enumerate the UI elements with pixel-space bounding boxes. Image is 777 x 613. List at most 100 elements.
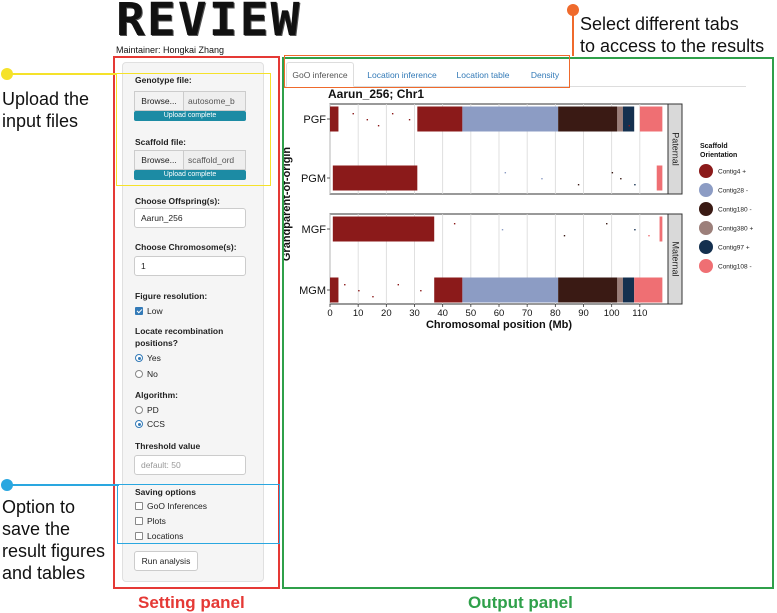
- tabs-callout-text: Select different tabs to access to the r…: [580, 13, 764, 57]
- legend-label: Contig108 -: [718, 264, 752, 271]
- locate-no-radio[interactable]: No: [135, 369, 158, 379]
- x-tick-label: 90: [578, 308, 589, 319]
- radio-icon[interactable]: [135, 370, 143, 378]
- locate-no-label: No: [147, 369, 158, 379]
- genotype-block: [659, 216, 663, 242]
- genotype-block: [330, 106, 339, 132]
- genotype-point: [408, 119, 411, 121]
- option-callout-line4: and tables: [2, 563, 86, 583]
- threshold-label: Threshold value: [135, 441, 201, 451]
- algo-ccs-label: CCS: [147, 419, 165, 429]
- genotype-point: [606, 223, 608, 225]
- saving-options-outline: [117, 484, 280, 544]
- radio-icon[interactable]: [135, 354, 143, 362]
- tab-location-table[interactable]: Location table: [456, 69, 510, 80]
- genotype-block: [462, 277, 559, 303]
- genotype-filename: autosome_b: [184, 91, 246, 111]
- scaffold-browse-button[interactable]: Browse...: [134, 150, 184, 170]
- save-plots-label: Plots: [147, 516, 166, 526]
- x-tick-label: 80: [550, 308, 561, 319]
- option-callout-line2: save the: [2, 519, 71, 539]
- threshold-input[interactable]: default: 50: [134, 455, 246, 475]
- yellow-callout-line: [7, 73, 117, 75]
- legend-swatch: [699, 221, 713, 235]
- genotype-point: [628, 125, 630, 127]
- genotype-block: [617, 277, 623, 303]
- genotype-block: [332, 216, 435, 242]
- algorithm-label: Algorithm:: [135, 390, 178, 400]
- save-plots-checkbox[interactable]: Plots: [135, 516, 166, 526]
- genotype-point: [634, 229, 636, 231]
- setting-panel-outline: [113, 56, 280, 589]
- genotype-point: [577, 184, 580, 186]
- genotype-block: [558, 106, 618, 132]
- algo-pd-label: PD: [147, 405, 159, 415]
- genotype-block: [622, 277, 635, 303]
- save-goo-checkbox[interactable]: GoO Inferences: [135, 501, 207, 511]
- genotype-block: [417, 106, 463, 132]
- x-tick-label: 50: [466, 308, 477, 319]
- tabs-outline: [284, 55, 570, 88]
- radio-icon[interactable]: [135, 420, 143, 428]
- resolution-label: Figure resolution:: [135, 291, 208, 301]
- tabs-callout-line1: Select different tabs: [580, 14, 739, 34]
- radio-icon[interactable]: [135, 406, 143, 414]
- algo-ccs-radio[interactable]: CCS: [135, 419, 165, 429]
- x-tick-label: 100: [604, 308, 620, 319]
- genotype-point: [358, 290, 360, 292]
- genotype-point: [501, 229, 504, 231]
- genotype-block: [462, 106, 559, 132]
- tab-location-inference[interactable]: Location inference: [367, 69, 437, 80]
- genotype-block: [656, 165, 663, 191]
- x-tick-label: 40: [437, 308, 448, 319]
- scaffold-filename: scaffold_ord: [184, 150, 246, 170]
- x-tick-label: 20: [381, 308, 392, 319]
- offspring-select[interactable]: Aarun_256: [134, 208, 246, 228]
- checkbox-icon[interactable]: [135, 517, 143, 525]
- maintainer-text: Maintainer: Hongkai Zhang: [116, 45, 225, 55]
- checkbox-icon[interactable]: [135, 307, 143, 315]
- chromosome-label: Choose Chromosome(s):: [135, 242, 237, 252]
- checkbox-icon[interactable]: [135, 532, 143, 540]
- facet-strip-label: Paternal: [671, 132, 681, 166]
- genotype-block: [330, 277, 339, 303]
- facet-strip: [667, 103, 683, 195]
- genotype-point: [504, 172, 507, 174]
- genotype-point: [377, 125, 380, 127]
- genotype-point: [352, 113, 354, 115]
- output-panel-caption: Output panel: [468, 593, 573, 612]
- save-goo-label: GoO Inferences: [147, 501, 208, 511]
- option-callout-text: Option to save the result figures and ta…: [2, 496, 105, 584]
- x-tick-label: 10: [353, 308, 364, 319]
- genotype-block: [434, 277, 463, 303]
- legend-swatch: [699, 164, 713, 178]
- legend-label: Contig180 -: [718, 207, 752, 214]
- chromosome-select[interactable]: 1: [134, 256, 246, 276]
- legend-title: Orientation: [700, 152, 737, 159]
- tab-density[interactable]: Density: [530, 69, 560, 80]
- legend-swatch: [699, 240, 713, 254]
- app-logo: REVIEW: [116, 0, 302, 47]
- algo-pd-radio[interactable]: PD: [135, 405, 159, 415]
- scaffold-file-input[interactable]: Browse... scaffold_ord: [134, 150, 246, 170]
- option-callout-line3: result figures: [2, 541, 106, 561]
- genotype-browse-button[interactable]: Browse...: [134, 91, 184, 111]
- genotype-file-input[interactable]: Browse... autosome_b: [134, 91, 246, 111]
- genotype-point: [648, 235, 650, 237]
- x-tick-label: 110: [632, 308, 647, 319]
- chart-title: Aarun_256; Chr1: [328, 87, 424, 101]
- upload-callout-line2: input files: [2, 111, 79, 131]
- genotype-block: [558, 277, 618, 303]
- tabs-callout-line2: to access to the results: [580, 36, 765, 56]
- legend-label: Contig28 -: [718, 188, 748, 195]
- legend-label: Contig380 +: [718, 226, 753, 233]
- locate-yes-radio[interactable]: Yes: [135, 353, 161, 363]
- run-analysis-button[interactable]: Run analysis: [134, 551, 198, 571]
- save-locations-checkbox[interactable]: Locations: [135, 531, 183, 541]
- tab-goo-inference[interactable]: GoO inference: [286, 62, 354, 87]
- offspring-label: Choose Offspring(s):: [135, 196, 220, 206]
- orange-callout-line: [572, 10, 574, 56]
- row-label: PGM: [301, 173, 326, 185]
- resolution-low-checkbox[interactable]: Low: [135, 306, 163, 316]
- checkbox-icon[interactable]: [135, 502, 143, 510]
